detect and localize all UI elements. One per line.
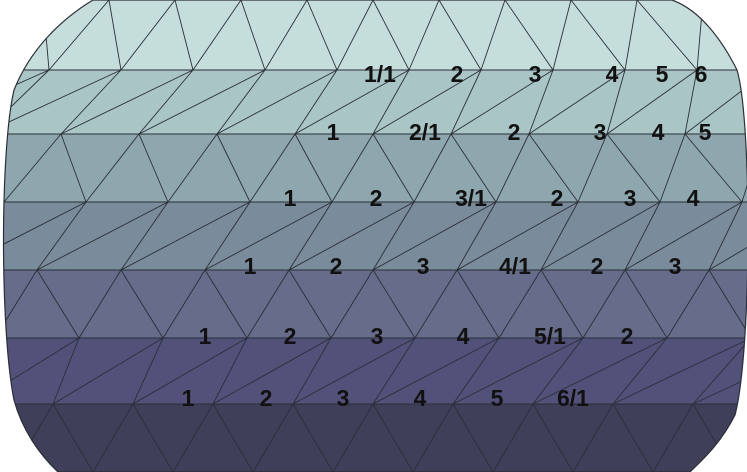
sphere-band-3 <box>3 134 747 202</box>
index-label: 2/1 <box>409 119 441 145</box>
index-label: 5 <box>656 61 669 87</box>
index-label: 1 <box>244 253 257 279</box>
index-label: 4/1 <box>499 253 531 279</box>
index-label: 3 <box>594 119 607 145</box>
index-label: 4 <box>652 119 665 145</box>
index-label: 3 <box>337 385 350 411</box>
index-label: 3 <box>669 253 682 279</box>
index-label: 1 <box>327 119 340 145</box>
index-label: 2 <box>284 323 297 349</box>
index-label: 3/1 <box>455 185 487 211</box>
sphere-band-4 <box>3 202 747 270</box>
index-label: 3 <box>529 61 542 87</box>
index-label: 2 <box>451 61 464 87</box>
index-label: 2 <box>508 119 521 145</box>
index-label: 4 <box>687 185 700 211</box>
index-label: 5 <box>491 385 504 411</box>
index-label: 4 <box>414 385 427 411</box>
index-label: 6 <box>695 61 708 87</box>
index-label: 2 <box>260 385 273 411</box>
index-label: 2 <box>330 253 343 279</box>
index-label: 4 <box>606 61 619 87</box>
index-label: 2 <box>621 323 634 349</box>
index-label: 6/1 <box>557 385 589 411</box>
sphere-band-6 <box>3 338 747 404</box>
index-label: 5 <box>699 119 712 145</box>
index-label: 4 <box>457 323 470 349</box>
index-label: 2 <box>591 253 604 279</box>
index-label: 5/1 <box>534 323 566 349</box>
index-label: 2 <box>370 185 383 211</box>
sphere-band-5 <box>3 270 747 338</box>
index-label: 1 <box>182 385 195 411</box>
index-label: 2 <box>551 185 564 211</box>
index-label: 3 <box>371 323 384 349</box>
index-label: 1 <box>284 185 297 211</box>
sphere-band-1 <box>3 0 747 70</box>
index-label: 3 <box>417 253 430 279</box>
index-label: 1 <box>199 323 212 349</box>
index-label: 3 <box>624 185 637 211</box>
index-label: 1/1 <box>364 61 396 87</box>
sphere-band-7 <box>3 404 747 472</box>
